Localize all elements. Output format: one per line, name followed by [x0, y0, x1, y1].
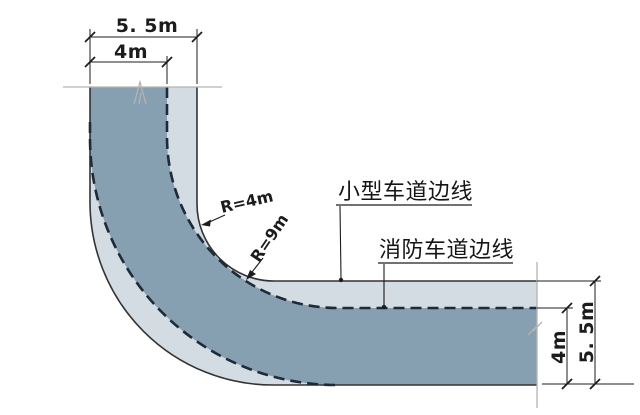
- dimension-tick: [589, 275, 601, 287]
- road-edge-lines: [89, 87, 537, 386]
- top-total-width-label: 5. 5m: [116, 15, 179, 37]
- right-break-mark: [527, 321, 543, 336]
- inner-edge-line: [196, 87, 537, 282]
- dimension-tick: [561, 302, 573, 314]
- right-lane-width-label: 4m: [548, 330, 570, 364]
- road-surfaces: [90, 87, 537, 385]
- fire-radius-label: R=9m: [247, 210, 293, 265]
- label-leader-dot: [338, 277, 344, 283]
- dimension-tick: [589, 378, 601, 390]
- label-leader-dot: [381, 304, 387, 310]
- radius-leader-arrow: [246, 270, 256, 280]
- dimension-tick: [84, 31, 96, 43]
- right-dimensions: 4m 5. 5m: [537, 275, 634, 390]
- top-dimensions: 5. 5m 4m: [84, 15, 203, 84]
- outer-edge-line: [89, 87, 537, 386]
- label-leader-line: [339, 205, 342, 279]
- right-total-width-label: 5. 5m: [576, 301, 598, 364]
- dimension-tick: [161, 56, 173, 68]
- top-break-mark: [133, 79, 147, 105]
- dimension-tick: [191, 31, 203, 43]
- fire-lane-surface: [90, 87, 537, 385]
- construction-lines: [63, 79, 543, 408]
- fire-lane-outer-dashed-line: [88, 122, 338, 387]
- inner-radius-label: R=4m: [219, 186, 275, 217]
- lane-labels: 小型车道边线 消防车道边线: [336, 180, 514, 310]
- fire-lane-edge-label: 消防车道边线: [379, 238, 514, 263]
- top-lane-width-label: 4m: [114, 41, 148, 63]
- dimension-tick: [561, 378, 573, 390]
- radius-leader-arrow: [201, 219, 211, 227]
- small-lane-edge-label: 小型车道边线: [338, 180, 473, 205]
- dimension-tick: [84, 56, 96, 68]
- fire-lane-edge-lines: [88, 87, 537, 387]
